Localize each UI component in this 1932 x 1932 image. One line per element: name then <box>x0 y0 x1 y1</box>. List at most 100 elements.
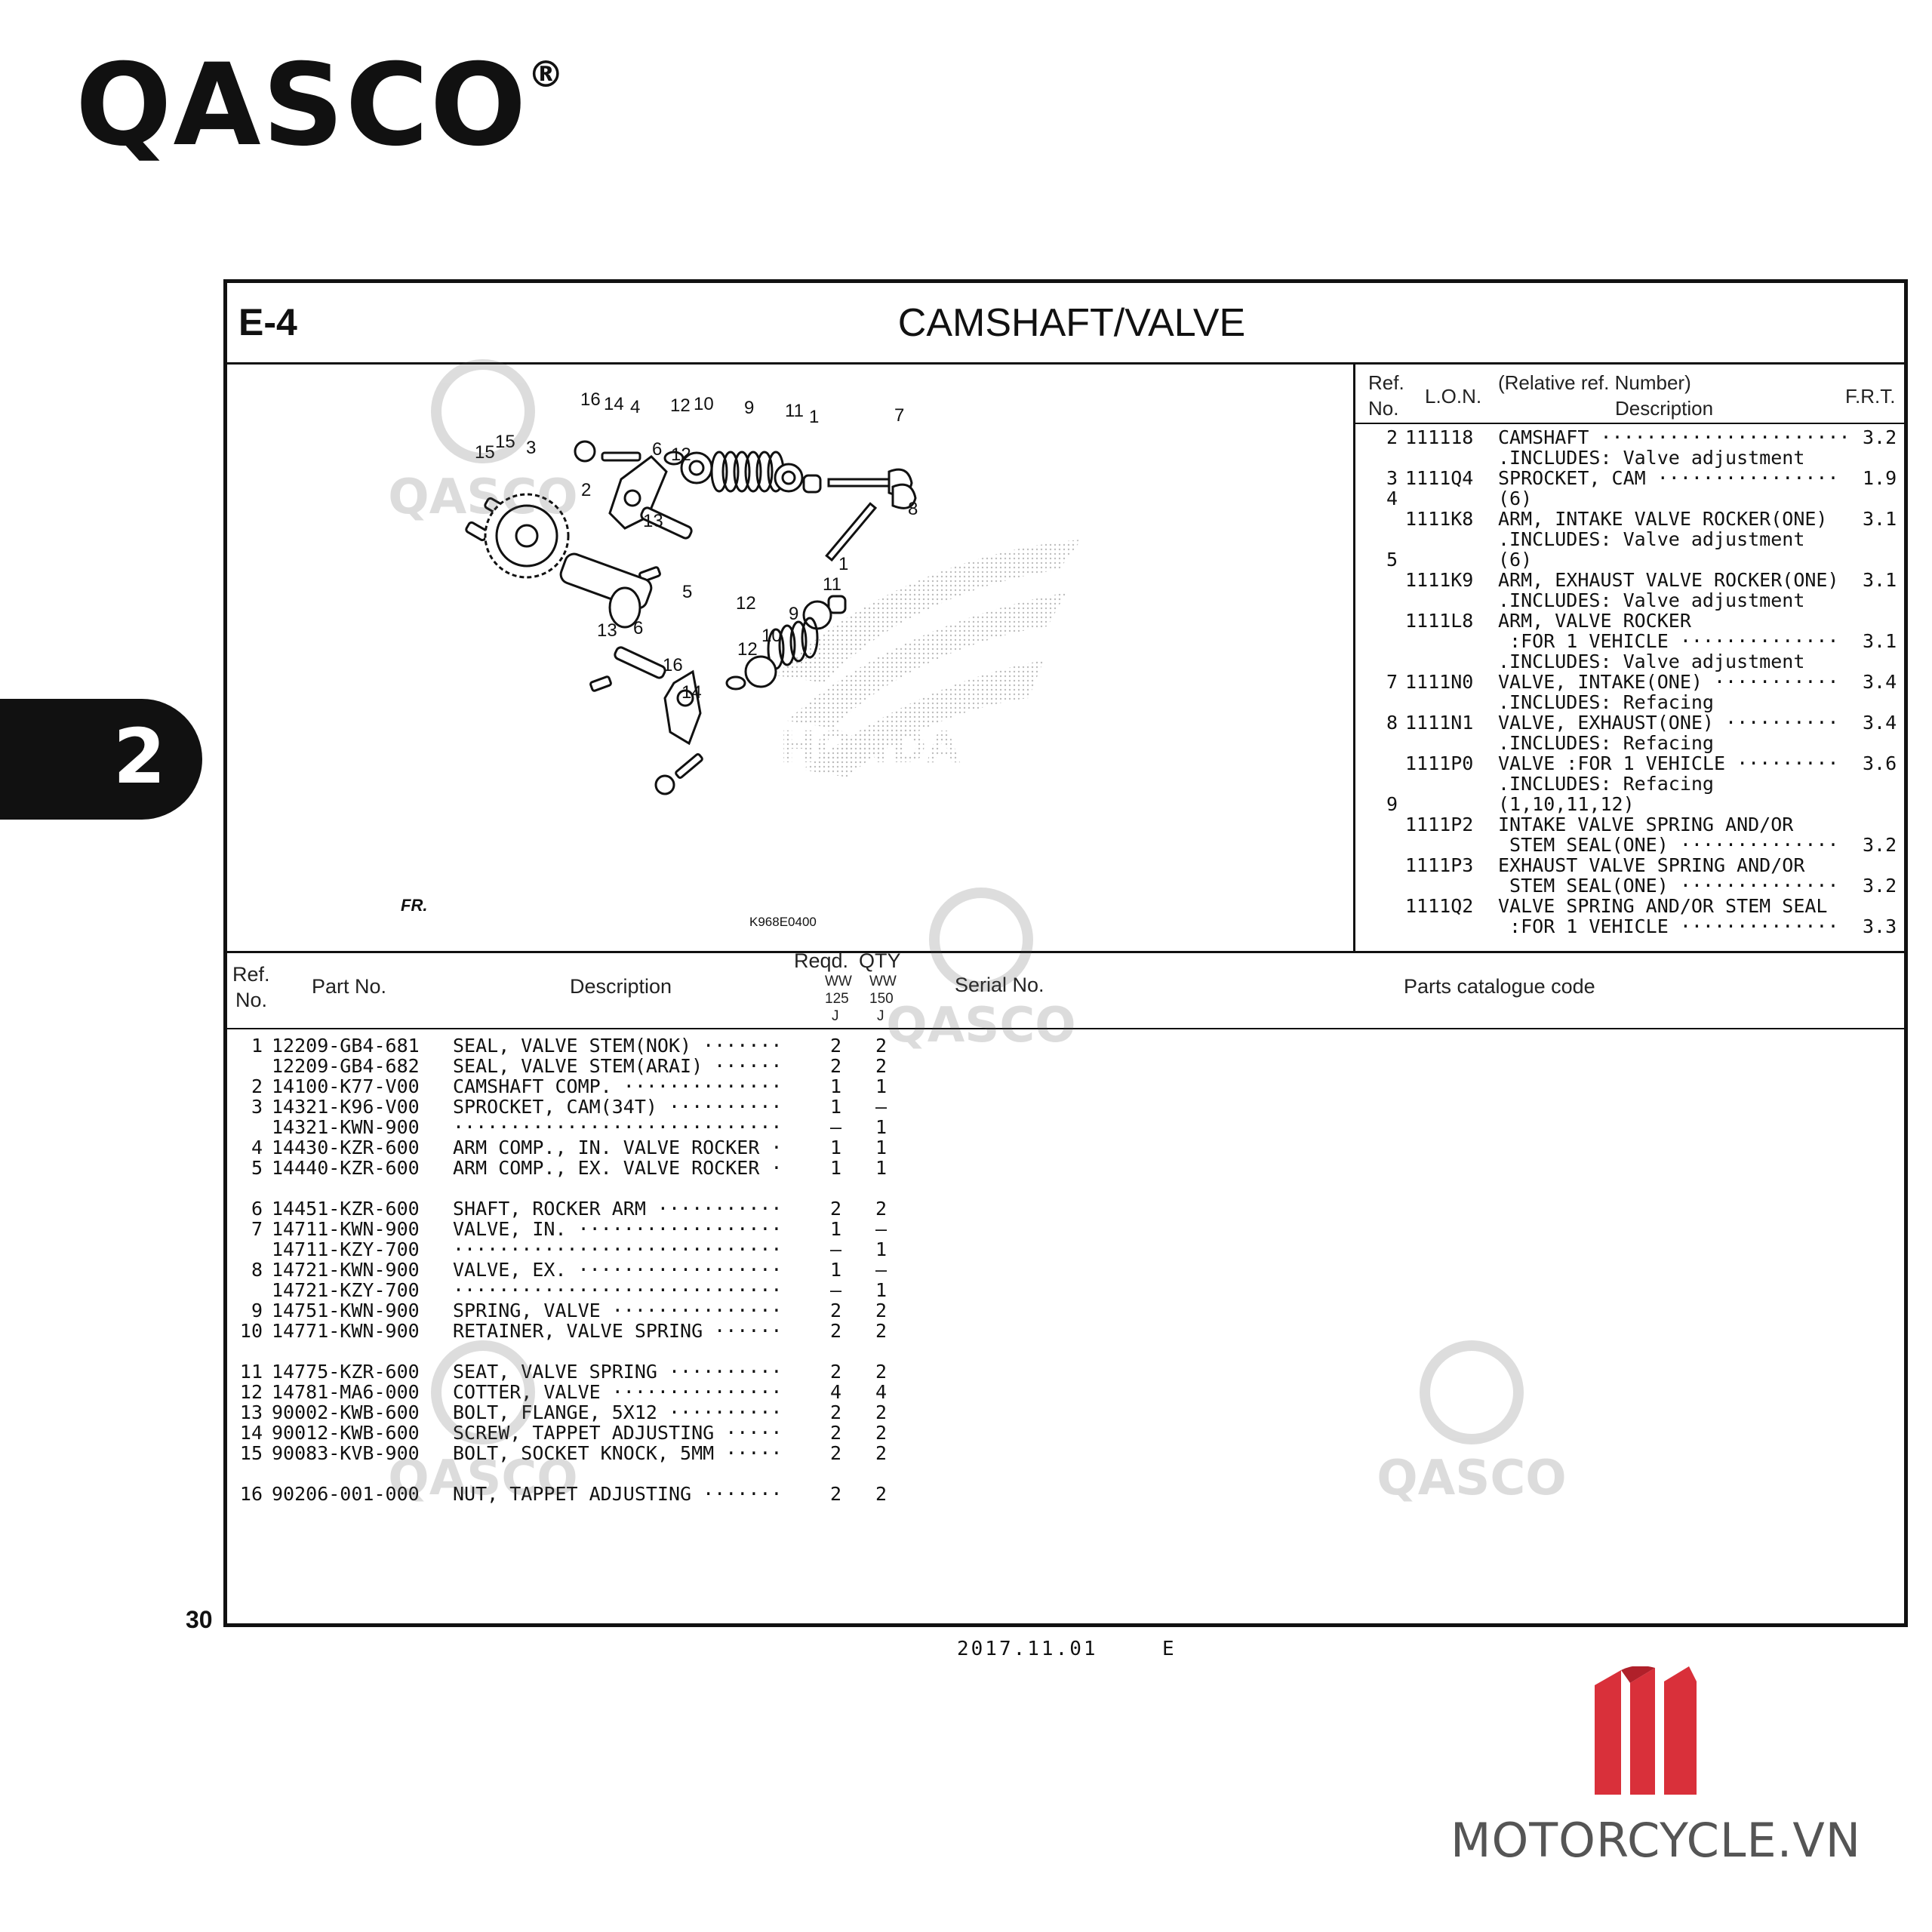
set-header-no: No. <box>1368 397 1399 420</box>
model2-line3: J <box>877 1008 884 1024</box>
part-row-number: 14751-KWN-900 <box>272 1300 420 1321</box>
callout-label: 10 <box>694 394 714 414</box>
callout-label: 6 <box>633 618 643 638</box>
part-row-qty-150: 1 <box>875 1137 888 1158</box>
svg-text:QASCO: QASCO <box>388 1451 577 1506</box>
set-row-ref: 8 <box>1386 712 1398 734</box>
part-row-qty-125: 2 <box>830 1442 842 1464</box>
front-direction-label: FR. <box>401 896 427 915</box>
part-row-number: 14430-KZR-600 <box>272 1137 420 1158</box>
brand-name: QASCO <box>75 40 528 171</box>
part-row-qty-125: 2 <box>830 1401 842 1423</box>
part-row-qty-125: 2 <box>830 1300 842 1321</box>
part-row-description: COTTER, VALVE ··············· <box>453 1381 783 1403</box>
set-row-description: VALVE :FOR 1 VEHICLE ········· <box>1498 752 1839 774</box>
set-row-description: (1,10,11,12) <box>1498 793 1635 815</box>
part-row-qty-150: 2 <box>875 1483 888 1505</box>
set-row-frt: 3.2 <box>1863 834 1897 856</box>
set-row-lon: 1111Q2 <box>1405 895 1474 917</box>
set-row-frt: 3.4 <box>1863 712 1897 734</box>
front-direction-arrow: FR. <box>401 896 427 915</box>
part-row-qty-150: 2 <box>875 1361 888 1383</box>
part-row-number: 14781-MA6-000 <box>272 1381 420 1403</box>
part-row-description: SHAFT, ROCKER ARM ··········· <box>453 1198 783 1220</box>
set-row-description: STEM SEAL(ONE) ·············· <box>1498 875 1839 897</box>
part-row-qty-150: 2 <box>875 1198 888 1220</box>
page-number: 30 <box>186 1606 213 1633</box>
callout-label: 16 <box>663 655 683 675</box>
parts-header-serial: Serial No. <box>955 974 1044 996</box>
set-row-lon: 1111N1 <box>1405 712 1474 734</box>
set-row-lon: 1111K9 <box>1405 569 1474 591</box>
parts-page-frame <box>223 279 1908 1627</box>
set-row-frt: 3.6 <box>1863 752 1897 774</box>
part-row-qty-125: 1 <box>830 1157 842 1179</box>
part-row-qty-150: – <box>875 1259 888 1281</box>
parts-header-catalogue: Parts catalogue code <box>1404 975 1595 998</box>
part-row-description: BOLT, SOCKET KNOCK, 5MM ····· <box>453 1442 783 1464</box>
part-row-qty-150: 1 <box>875 1116 888 1138</box>
part-row-description: ····························· <box>453 1116 783 1138</box>
part-row-qty-125: 1 <box>830 1137 842 1158</box>
set-row-ref: 4 <box>1386 488 1398 509</box>
motorcycle-vn-logo <box>1595 1666 1697 1795</box>
callout-label: 6 <box>652 439 662 460</box>
part-row-description: SCREW, TAPPET ADJUSTING ····· <box>453 1422 783 1444</box>
part-row-qty-125: 1 <box>830 1218 842 1240</box>
set-row-lon: 111118 <box>1405 426 1474 448</box>
part-row-number: 14100-K77-V00 <box>272 1075 420 1097</box>
part-row-number: 12209-GB4-682 <box>272 1055 420 1077</box>
part-row-number: 90012-KWB-600 <box>272 1422 420 1444</box>
set-header-frt: F.R.T. <box>1845 385 1896 408</box>
set-row-description: INTAKE VALVE SPRING AND/OR <box>1498 814 1794 835</box>
set-row-frt: 3.2 <box>1863 426 1897 448</box>
section-tab[interactable]: 2 <box>0 699 202 820</box>
part-row-qty-150: 2 <box>875 1055 888 1077</box>
set-row-lon: 1111P2 <box>1405 814 1474 835</box>
parts-header-qty: QTY <box>859 949 901 972</box>
parts-header-divider <box>223 1028 1908 1029</box>
part-row-description: RETAINER, VALVE SPRING ······ <box>453 1320 783 1342</box>
callout-label: 15 <box>495 432 515 452</box>
set-row-description: SPROCKET, CAM ················ <box>1498 467 1839 489</box>
parts-header-description: Description <box>570 975 672 998</box>
set-row-frt: 3.2 <box>1863 875 1897 897</box>
callout-label: 9 <box>744 398 754 418</box>
part-row-ref: 4 <box>251 1137 263 1158</box>
set-header-relative: (Relative ref. Number) <box>1498 371 1691 394</box>
set-row-description: :FOR 1 VEHICLE ·············· <box>1498 915 1839 937</box>
part-row-ref: 14 <box>239 1422 263 1444</box>
part-row-qty-125: 2 <box>830 1198 842 1220</box>
callout-label: 14 <box>604 394 624 414</box>
model1-line3: J <box>832 1008 839 1024</box>
set-row-description: VALVE, INTAKE(ONE) ··········· <box>1498 671 1839 693</box>
part-row-qty-125: 2 <box>830 1483 842 1505</box>
part-row-ref: 7 <box>251 1218 263 1240</box>
set-row-description: ARM, INTAKE VALVE ROCKER(ONE) <box>1498 508 1828 530</box>
parts-header-ref: Ref. <box>232 963 270 986</box>
parts-header-no: No. <box>235 989 268 1011</box>
part-row-number: 14321-KWN-900 <box>272 1116 420 1138</box>
set-header-lon: L.O.N. <box>1425 385 1482 408</box>
part-row-qty-150: – <box>875 1096 888 1118</box>
set-row-description: VALVE SPRING AND/OR STEM SEAL <box>1498 895 1828 917</box>
title-divider <box>223 362 1908 365</box>
svg-text:QASCO: QASCO <box>1377 1451 1566 1506</box>
set-row-lon: 1111N0 <box>1405 671 1474 693</box>
callout-label: 14 <box>681 682 702 703</box>
callout-label: 13 <box>643 511 663 531</box>
part-row-number: 14721-KZY-700 <box>272 1279 420 1301</box>
part-row-ref: 10 <box>239 1320 263 1342</box>
model1-line1: WW <box>825 974 852 989</box>
set-row-lon: 1111L8 <box>1405 610 1474 632</box>
parts-header-partno: Part No. <box>312 975 387 998</box>
part-row-description: ····························· <box>453 1279 783 1301</box>
set-row-lon: 1111Q4 <box>1405 467 1474 489</box>
set-header-divider <box>1355 423 1908 424</box>
callout-label: 7 <box>894 405 904 426</box>
callout-label: 1 <box>838 554 848 574</box>
set-header-ref: Ref. <box>1368 371 1404 394</box>
part-row-description: SEAT, VALVE SPRING ·········· <box>453 1361 783 1383</box>
part-row-description: BOLT, FLANGE, 5X12 ·········· <box>453 1401 783 1423</box>
